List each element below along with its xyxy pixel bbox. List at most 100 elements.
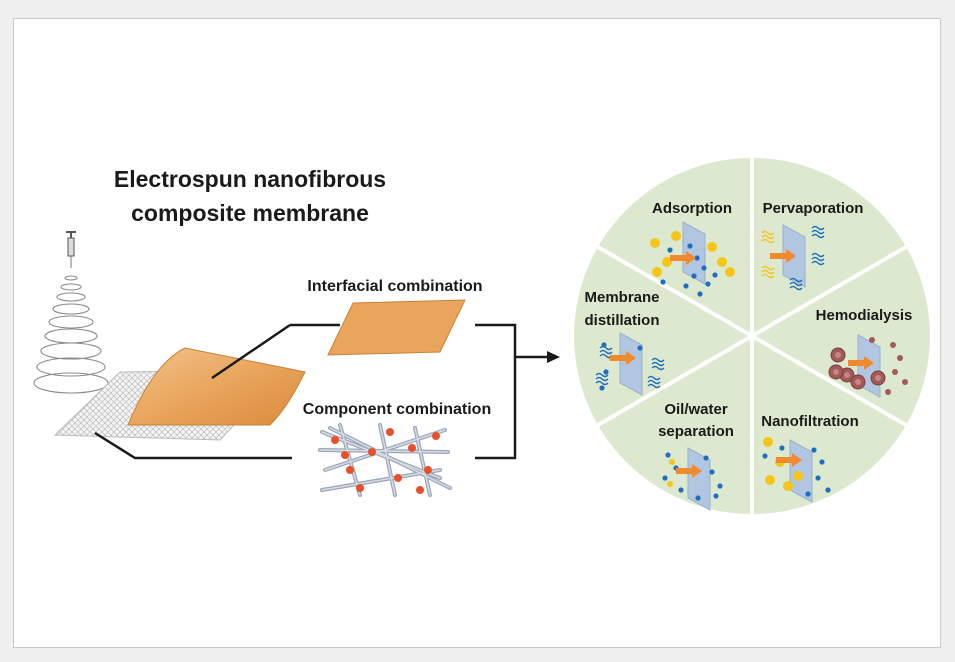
vapor-wave	[647, 375, 661, 381]
composite-membrane-sheet	[127, 347, 306, 426]
vapor-wave	[811, 256, 825, 262]
pervaporation-illustration	[761, 224, 825, 291]
yellow-particle	[650, 238, 660, 248]
vapor-wave	[651, 365, 665, 371]
oil-droplet	[667, 481, 673, 487]
vapor-wave	[811, 233, 825, 239]
yellow-particle	[763, 437, 773, 447]
nanofiber-highlight	[319, 449, 449, 453]
yellow-particle	[717, 257, 727, 267]
blue-particle	[815, 475, 821, 481]
vapor-wave	[761, 265, 775, 271]
blue-particle	[687, 243, 693, 249]
nanofiber-highlight	[414, 427, 431, 496]
oil-water-label-line2: separation	[658, 423, 734, 440]
nanofiber-highlight	[339, 424, 361, 496]
fiber-particle	[356, 484, 364, 492]
pervaporation-label: Pervaporation	[763, 200, 864, 217]
blue-particle	[694, 255, 700, 261]
flow-arrow-head	[692, 464, 702, 478]
nanofiber-highlight	[321, 431, 441, 479]
vapor-wave	[595, 380, 609, 386]
water-droplet	[599, 385, 605, 391]
blood-cell-center	[855, 379, 861, 385]
adsorption-label: Adsorption	[652, 200, 732, 217]
vapor-wave	[811, 260, 825, 266]
electrospinning-jet-spiral	[33, 275, 109, 394]
nanofiber-highlight	[329, 427, 451, 489]
water-droplet	[709, 469, 715, 475]
fiber-particle	[368, 448, 376, 456]
small-solute	[902, 379, 908, 385]
water-droplet	[695, 495, 701, 501]
wheel-dividers	[596, 158, 908, 514]
syringe-icon	[66, 231, 76, 268]
flow-arrow-head	[792, 453, 802, 467]
blue-particle	[701, 265, 707, 271]
blue-particle	[705, 281, 711, 287]
blood-cell-center	[875, 375, 881, 381]
blue-particle	[712, 272, 718, 278]
blue-particle	[762, 453, 768, 459]
flow-arrow-shaft	[770, 253, 786, 259]
vapor-wave	[789, 277, 803, 283]
yellow-particle	[662, 257, 672, 267]
flow-arrow-shaft	[848, 360, 864, 366]
vapor-wave	[811, 229, 825, 235]
small-solute	[885, 389, 891, 395]
fiber-particle	[341, 451, 349, 459]
small-solute	[890, 342, 896, 348]
vapor-wave	[761, 238, 775, 244]
flow-arrow-shaft	[610, 355, 626, 361]
membrane-distillation-label-line2: distillation	[585, 312, 660, 329]
flow-arrow-head	[626, 351, 636, 365]
arrow-head-icon	[547, 351, 560, 363]
hemodialysis-label: Hemodialysis	[816, 307, 913, 324]
water-droplet	[703, 455, 709, 461]
figure-title-line1: Electrospun nanofibrous	[114, 166, 386, 192]
vapor-wave	[651, 357, 665, 363]
water-droplet	[637, 345, 643, 351]
water-droplet	[678, 487, 684, 493]
interfacial-combination-label: Interfacial combination	[307, 278, 482, 295]
hemodialysis-illustration	[828, 334, 908, 398]
oil-water-illustration	[662, 447, 723, 511]
membrane-distillation-label-line1: Membrane	[584, 289, 659, 306]
vapor-wave	[595, 376, 609, 382]
component-fiber-network	[318, 423, 452, 497]
flow-arrow-shaft	[676, 468, 692, 474]
blue-particle	[697, 291, 703, 297]
vapor-wave	[789, 285, 803, 291]
blue-particle	[660, 279, 666, 285]
water-droplet	[662, 475, 668, 481]
flow-arrow-shaft	[776, 457, 792, 463]
small-solute	[897, 355, 903, 361]
blue-particle	[811, 447, 817, 453]
vapor-wave	[647, 379, 661, 385]
vapor-wave	[811, 225, 825, 231]
yellow-particle	[707, 242, 717, 252]
interfacial-membrane-sheet	[327, 299, 466, 356]
yellow-particle	[652, 267, 662, 277]
blue-particle	[667, 247, 673, 253]
fiber-particle	[331, 436, 339, 444]
membrane-distillation-illustration	[595, 332, 665, 396]
blood-cell-center	[835, 352, 841, 358]
blue-particle	[691, 273, 697, 279]
vapor-wave	[595, 372, 609, 378]
fiber-particle	[386, 428, 394, 436]
vapor-wave	[647, 383, 661, 389]
vapor-wave	[651, 361, 665, 367]
blue-particle	[825, 487, 831, 493]
flow-arrow-head	[686, 251, 696, 265]
yellow-particle	[793, 471, 803, 481]
membrane-panel	[619, 332, 643, 396]
fiber-particle	[424, 466, 432, 474]
blue-particle	[819, 459, 825, 465]
flow-arrow-head	[864, 356, 874, 370]
vapor-wave	[761, 273, 775, 279]
water-droplet	[665, 452, 671, 458]
fiber-particle	[416, 486, 424, 494]
yellow-particle	[783, 481, 793, 491]
